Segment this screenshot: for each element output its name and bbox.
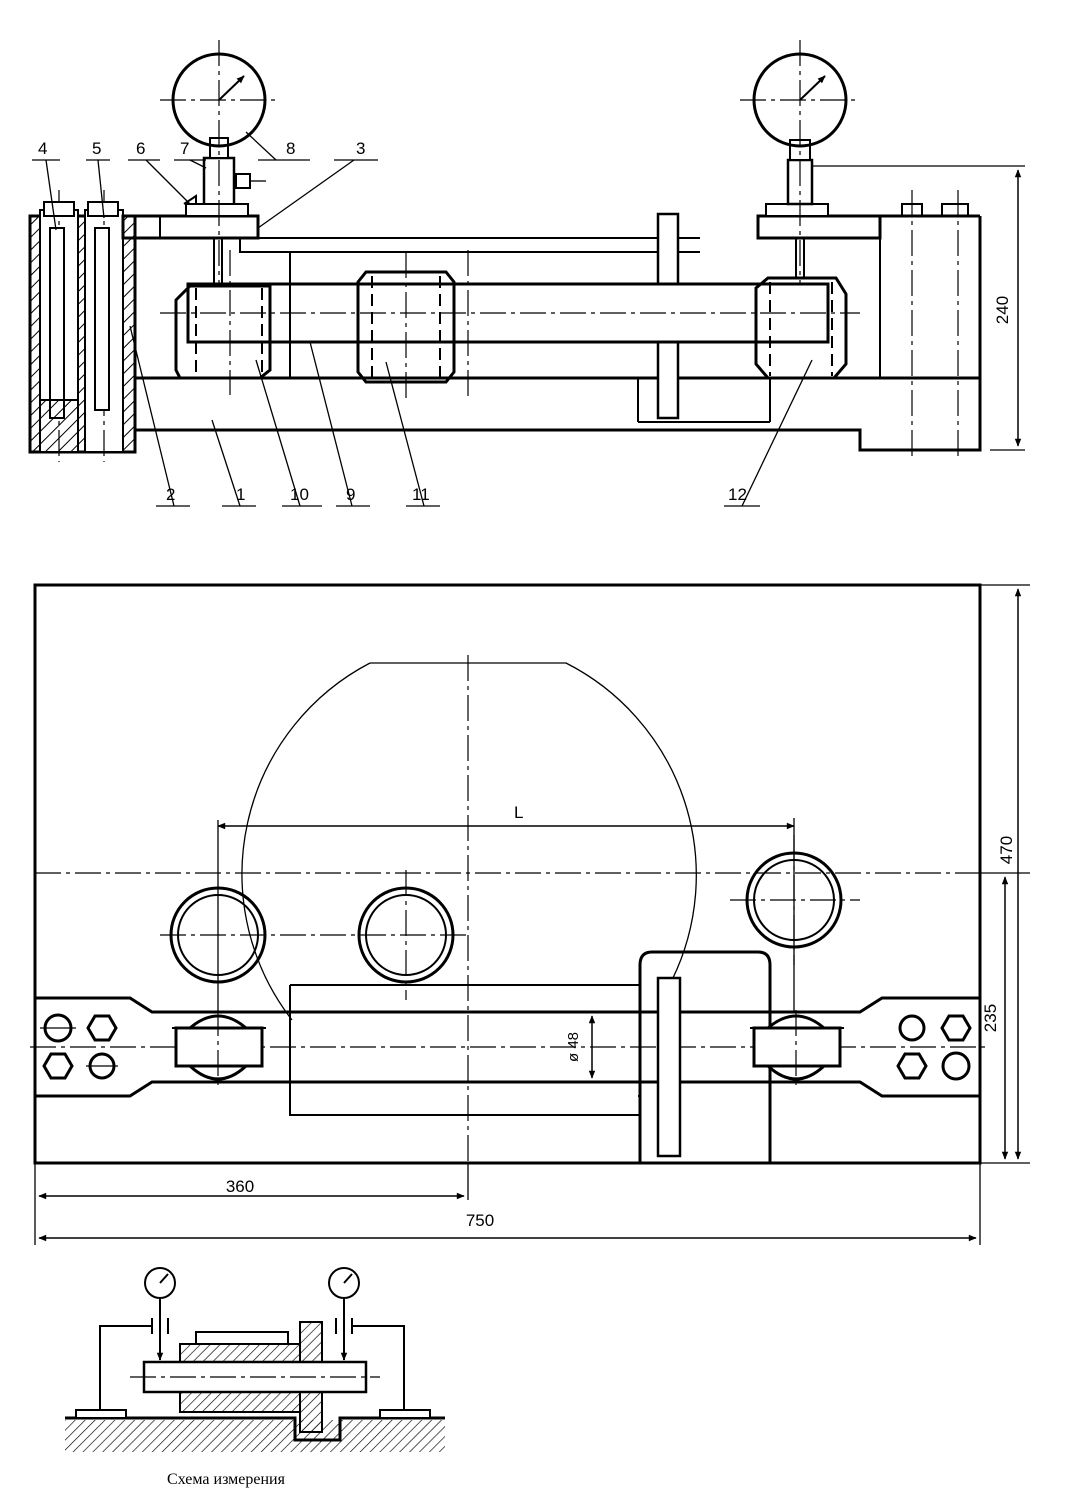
callout-8: 8 <box>286 139 295 158</box>
dim-235: 235 <box>981 1004 1000 1032</box>
callout-11: 11 <box>412 485 430 504</box>
dim-diameter: ø 48 <box>565 1032 582 1062</box>
callout-10: 10 <box>290 485 309 504</box>
plan-view: L ø 48 <box>30 583 1030 1245</box>
callout-labels: 4 5 6 7 8 3 2 1 10 9 11 12 <box>38 139 747 504</box>
callout-9: 9 <box>346 485 355 504</box>
dim-360: 360 <box>226 1177 254 1196</box>
callout-leaders <box>32 131 813 507</box>
callout-4: 4 <box>38 139 47 158</box>
dim-L: L <box>514 803 523 822</box>
front-view: 240 4 5 6 7 8 3 2 1 10 9 11 <box>28 40 1025 507</box>
dim-470: 470 <box>997 836 1016 864</box>
dim-240: 240 <box>993 296 1012 324</box>
callout-5: 5 <box>92 139 101 158</box>
measuring-scheme: Схема измерения <box>65 1267 445 1488</box>
callout-1: 1 <box>236 485 245 504</box>
callout-3: 3 <box>356 139 365 158</box>
callout-2: 2 <box>166 485 175 504</box>
callout-12: 12 <box>728 485 747 504</box>
scheme-caption: Схема измерения <box>167 1471 286 1488</box>
dim-750: 750 <box>466 1211 494 1230</box>
callout-7: 7 <box>180 139 189 158</box>
callout-6: 6 <box>136 139 145 158</box>
